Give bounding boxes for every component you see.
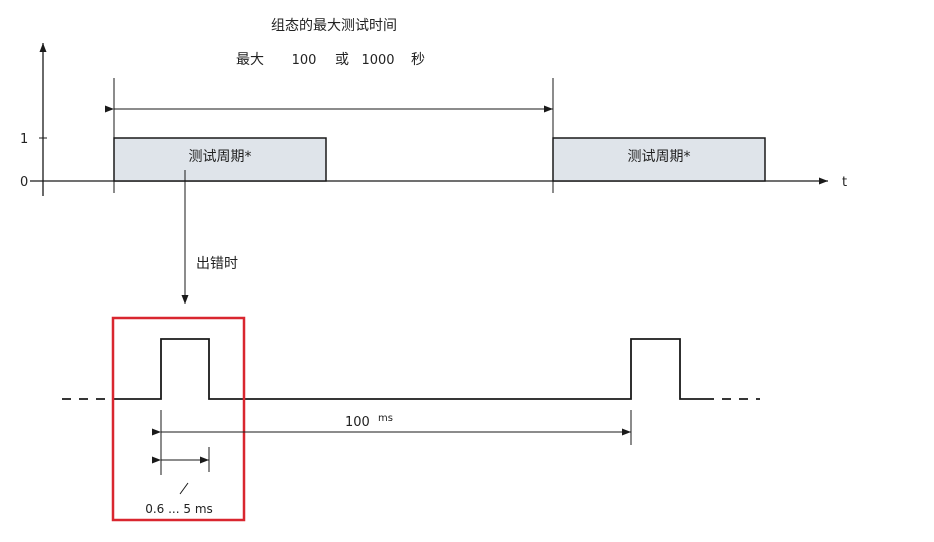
test-period-label-2: 测试周期* bbox=[628, 149, 691, 165]
header-1000: 1000 bbox=[361, 53, 394, 68]
header-100: 100 bbox=[292, 53, 317, 68]
header-max-word: 最大 bbox=[236, 52, 264, 68]
y-label-1: 1 bbox=[20, 132, 28, 147]
test-period-label-1: 测试周期* bbox=[189, 149, 252, 165]
t-axis-label: t bbox=[842, 175, 847, 190]
header-seconds-word: 秒 bbox=[411, 52, 425, 68]
error-label: 出错时 bbox=[196, 256, 238, 272]
y-label-0: 0 bbox=[20, 175, 28, 190]
header-or-word: 或 bbox=[335, 52, 349, 68]
interval-value: 100 bbox=[345, 415, 370, 430]
pulse-leader bbox=[179, 482, 189, 495]
test-period-block-1 bbox=[113, 137, 327, 182]
highlight-box bbox=[111, 316, 246, 522]
pulse-signal bbox=[118, 338, 705, 400]
interval-unit: ms bbox=[378, 413, 393, 424]
test-period-block-2 bbox=[552, 137, 766, 182]
header-title: 组态的最大测试时间 bbox=[271, 18, 397, 34]
pulse-width-label: 0.6 ... 5 ms bbox=[145, 502, 213, 516]
